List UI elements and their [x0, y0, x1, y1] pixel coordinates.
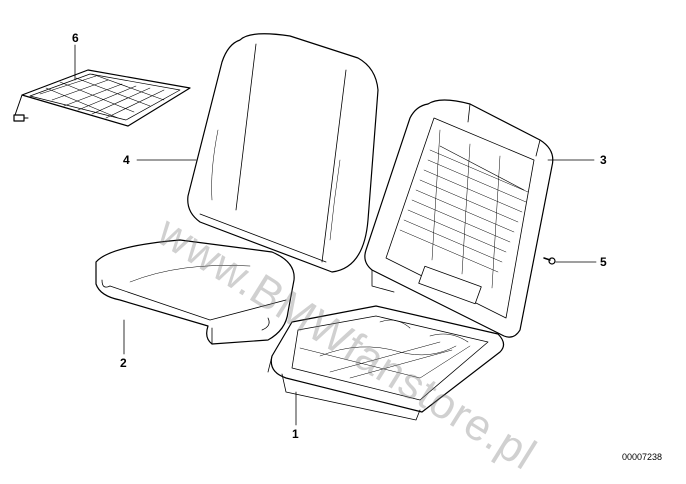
- screw: [543, 257, 597, 265]
- callout-1: 1: [292, 427, 299, 441]
- seat-frame: [267, 305, 505, 426]
- seat-heating-mat: [13, 44, 191, 127]
- callout-5: 5: [600, 255, 607, 269]
- backrest-frame: [364, 99, 595, 338]
- callout-4: 4: [123, 153, 130, 167]
- callout-6: 6: [72, 31, 79, 45]
- backrest-cushion: [136, 33, 379, 273]
- callout-2: 2: [120, 356, 127, 370]
- diagram-id: 00007238: [622, 452, 663, 462]
- callout-3: 3: [600, 153, 607, 167]
- seat-cushion: [95, 239, 295, 355]
